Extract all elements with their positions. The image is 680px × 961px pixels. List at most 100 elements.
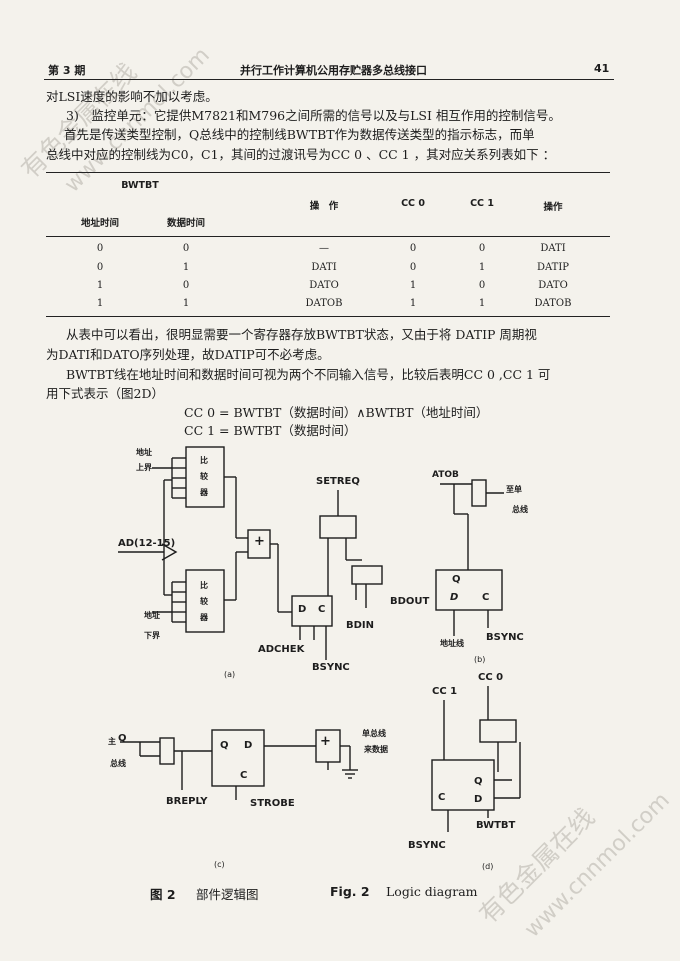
table-cell-r3-result: DATOB [534, 298, 572, 309]
table-cell-r2-cc0: 1 [409, 280, 417, 291]
table-cell-r2-addr-time: 1 [96, 280, 104, 291]
table-header-operation: 操 作 [309, 201, 339, 212]
table-header-cc0: CC 0 [401, 198, 425, 209]
after-line-1: 从表中可以看出，很明显需要一个寄存器存放BWTBT状态，又由于将 DATIP 周… [66, 327, 537, 342]
table-header-cc1: CC 1 [470, 198, 494, 209]
label-main: 主 [108, 737, 116, 746]
label-bdout: BDOUT [390, 596, 430, 607]
table-header-operation-2: 操作 [543, 202, 563, 213]
table-header-data-time: 数据时间 [166, 218, 206, 229]
label-bsync-a: BSYNC [312, 662, 350, 673]
diagram-d [431, 686, 521, 832]
label-plus-a: + [254, 534, 265, 549]
label-bsync-b: BSYNC [486, 632, 524, 643]
para-line-3: 首先是传送类型控制，Q总线中的控制线BWTBT作为数据传送类型的指示标志，而单 [64, 127, 535, 142]
label-plus-c: + [320, 734, 331, 749]
label-strobe: STROBE [250, 798, 295, 809]
table-cell-r0-result: DATI [540, 243, 566, 254]
caption-en: Logic diagram [386, 884, 478, 899]
label-address-line: 地址线 [440, 639, 464, 648]
table-cell-r2-result: DATO [538, 280, 568, 291]
table-cell-r1-cc1: 1 [478, 262, 486, 273]
table-cell-r1-data-time: 1 [182, 262, 190, 273]
table-cell-r1-cc0: 0 [409, 262, 417, 273]
table-cell-r3-cc1: 1 [478, 298, 486, 309]
label-cmp-upper: 比较器 [200, 456, 208, 497]
table-cell-r2-cc1: 0 [478, 280, 486, 291]
table-cell-r3-cc0: 1 [409, 298, 417, 309]
diagram-b [435, 479, 504, 636]
label-incoming-data: 来数据 [364, 745, 388, 754]
label-bdin: BDIN [346, 620, 375, 631]
table-cell-r2-operation: DATO [309, 280, 339, 291]
para-line-2: 3) 监控单元：它提供M7821和M796之间所需的信号以及与LSI 相互作用的… [66, 108, 561, 123]
diagram-c [120, 729, 358, 800]
table-group-header: BWTBT [121, 180, 159, 191]
table-cell-r3-operation: DATOB [305, 298, 343, 309]
label-setreq: SETREQ [316, 476, 360, 487]
label-breply: BREPLY [166, 796, 208, 807]
table-cell-r3-addr-time: 1 [96, 298, 104, 309]
caption-cn-number: 图 2 [150, 887, 176, 902]
label-d-a: D [298, 604, 307, 615]
label-adchek: ADCHEK [258, 644, 305, 655]
table-top-rule [46, 172, 610, 173]
label-bsync-d: BSYNC [408, 840, 446, 851]
label-bus-c: 总线 [110, 759, 126, 768]
label-to-bus-1: 至单 [506, 485, 522, 494]
label-ad-bus: AD(12-15) [118, 538, 176, 549]
equation-cc1: CC 1 = BWTBT（数据时间） [184, 423, 357, 438]
label-c-b: C [482, 592, 490, 603]
table-cell-r3-data-time: 1 [182, 298, 190, 309]
table-cell-r2-data-time: 0 [182, 280, 190, 291]
label-to-bus-2: 总线 [512, 505, 528, 514]
header-issue: 第 3 期 [48, 64, 86, 77]
table-cell-r0-cc1: 0 [478, 243, 486, 254]
table-cell-r1-operation: DATI [311, 262, 337, 273]
label-fig-c: (c) [214, 860, 225, 869]
after-line-4: 用下式表示（图2D） [46, 386, 164, 401]
label-d-c: D [244, 740, 253, 751]
after-line-3: BWTBT线在地址时间和数据时间可视为两个不同输入信号，比较后表明CC 0 ,C… [66, 367, 551, 382]
label-cc1: CC 1 [432, 686, 458, 697]
table-cell-r1-addr-time: 0 [96, 262, 104, 273]
label-atob: ATOB [432, 470, 459, 480]
label-lower-a: 地址 [144, 611, 160, 620]
label-fig-a: (a) [224, 670, 236, 679]
header-title: 并行工作计算机公用存贮器多总线接口 [240, 64, 427, 77]
table-cell-r0-addr-time: 0 [96, 243, 104, 254]
label-upper-a: 地址 [136, 448, 152, 457]
label-d-b: D [450, 592, 459, 603]
caption-cn: 部件逻辑图 [196, 887, 259, 902]
label-lower-b: 下界 [144, 631, 160, 640]
label-fig-b: (b) [474, 655, 486, 664]
label-cc0: CC 0 [478, 672, 504, 683]
label-c-d: C [438, 792, 446, 803]
para-line-1: 对LSI速度的影响不加以考虑。 [46, 89, 218, 104]
table-header-rule [46, 236, 610, 237]
table-cell-r0-cc0: 0 [409, 243, 417, 254]
label-upper-b: 上界 [136, 463, 152, 472]
after-line-2: 为DATI和DATO序列处理，故DATIP可不必考虑。 [46, 347, 330, 362]
label-d-d: D [474, 794, 483, 805]
label-fig-d: (d) [482, 862, 494, 871]
label-bwtbt-d: BWTBT [476, 820, 516, 831]
caption-en-number: Fig. 2 [330, 884, 370, 899]
label-single-bus: 单总线 [362, 729, 386, 738]
label-q-c: Q [220, 740, 229, 751]
table-cell-r0-data-time: 0 [182, 243, 190, 254]
label-q-d: Q [474, 776, 483, 787]
label-cmp-lower: 比较器 [200, 581, 208, 622]
equation-cc0: CC 0 = BWTBT（数据时间）∧BWTBT（地址时间） [184, 405, 489, 420]
diagram-a [118, 446, 383, 660]
table-header-addr-time: 地址时间 [80, 218, 120, 229]
table-bottom-rule [46, 316, 610, 317]
label-q-in: Q [118, 733, 127, 744]
table-cell-r1-result: DATIP [536, 262, 570, 273]
label-c-a: C [318, 604, 326, 615]
header-page: 41 [594, 62, 610, 75]
label-c-c: C [240, 770, 248, 781]
para-line-4: 总线中对应的控制线为C0，C1，其间的过渡讯号为CC 0 、CC 1 ，其对应关… [46, 147, 556, 162]
label-q-b: Q [452, 574, 461, 585]
